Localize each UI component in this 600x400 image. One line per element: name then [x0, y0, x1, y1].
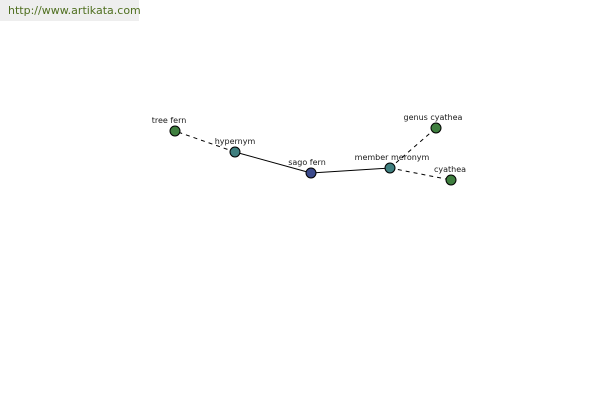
- edge-sago-fern-hypernym: [234, 151, 312, 174]
- node-label-hypernym[interactable]: hypernym: [215, 137, 256, 146]
- node-cyathea[interactable]: [445, 174, 457, 186]
- node-genus-cyathea[interactable]: [430, 122, 442, 134]
- edge-member-meronym-genus-cyathea: [389, 127, 437, 169]
- edges-layer: [174, 127, 452, 181]
- node-label-tree-fern[interactable]: tree fern: [152, 116, 187, 125]
- node-tree-fern[interactable]: [169, 125, 181, 137]
- source-link[interactable]: http://www.artikata.com: [8, 4, 141, 17]
- source-bar: http://www.artikata.com: [0, 0, 141, 21]
- node-label-member-meronym[interactable]: member meronym: [355, 153, 430, 162]
- node-label-cyathea[interactable]: cyathea: [434, 165, 466, 174]
- node-sago-fern[interactable]: [305, 167, 317, 179]
- node-hypernym[interactable]: [229, 146, 241, 158]
- node-label-genus-cyathea[interactable]: genus cyathea: [404, 113, 463, 122]
- edge-hypernym-tree-fern: [174, 130, 236, 153]
- node-member-meronym[interactable]: [384, 162, 396, 174]
- nodes-layer: [169, 122, 457, 186]
- node-label-sago-fern[interactable]: sago fern: [288, 158, 326, 167]
- edge-member-meronym-cyathea: [389, 167, 452, 181]
- labels-layer: sago fern hypernym tree fern member meronym…: [152, 113, 466, 174]
- edge-sago-fern-member-meronym: [310, 167, 391, 174]
